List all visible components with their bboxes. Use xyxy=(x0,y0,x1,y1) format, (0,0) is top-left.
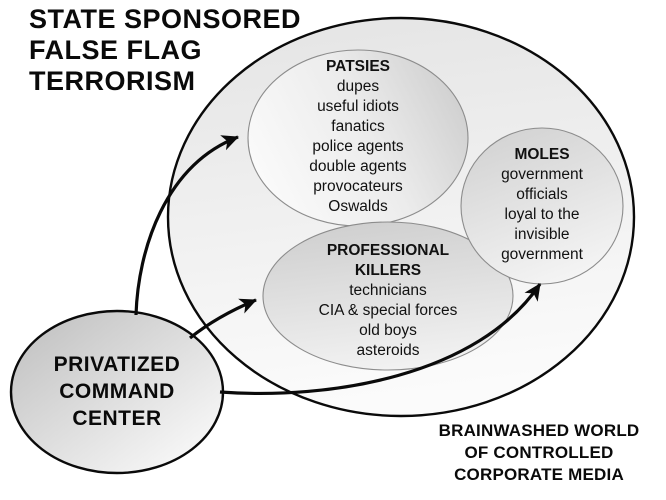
patsies-label: PATSIES dupes useful idiots fanatics pol… xyxy=(238,57,478,217)
killers-item: asteroids xyxy=(356,342,420,359)
moles-heading: MOLES xyxy=(514,146,570,163)
outer-world-line: BRAINWASHED WORLD xyxy=(438,421,640,440)
moles-ellipse xyxy=(460,127,624,285)
page-title: STATE SPONSORED FALSE FLAG TERRORISM xyxy=(29,4,329,97)
killers-item: technicians xyxy=(349,282,427,299)
command-center-line: PRIVATIZED xyxy=(53,353,181,376)
killers-item: old boys xyxy=(359,322,417,339)
killers-heading-line: PROFESSIONAL xyxy=(326,242,450,259)
killers-heading-line: KILLERS xyxy=(354,262,422,279)
page-title-line: FALSE FLAG xyxy=(29,35,202,65)
professional-killers-ellipse xyxy=(262,221,514,371)
moles-line: loyal to the xyxy=(504,206,580,223)
patsies-heading: PATSIES xyxy=(325,58,391,75)
arrow-command-to-moles xyxy=(219,283,542,396)
page-title-line: TERRORISM xyxy=(29,66,196,96)
professional-killers-label: PROFESSIONAL KILLERS technicians CIA & s… xyxy=(266,241,510,361)
command-center-line: CENTER xyxy=(72,407,162,430)
outer-world-label: BRAINWASHED WORLD OF CONTROLLED CORPORAT… xyxy=(414,420,664,486)
patsies-item: fanatics xyxy=(331,118,385,135)
moles-label: MOLES government officials loyal to the … xyxy=(452,145,632,265)
patsies-item: Oswalds xyxy=(328,198,388,215)
patsies-item: double agents xyxy=(309,158,407,175)
command-center-line: COMMAND xyxy=(59,380,175,403)
moles-line: government xyxy=(501,246,583,263)
killers-item: CIA & special forces xyxy=(318,302,458,319)
patsies-item: dupes xyxy=(336,78,380,95)
arrow-command-to-patsies xyxy=(134,135,239,316)
outer-world-line: CORPORATE MEDIA xyxy=(454,465,624,484)
moles-line: invisible xyxy=(514,226,570,243)
patsies-item: provocateurs xyxy=(313,178,403,195)
command-center-label: PRIVATIZED COMMAND CENTER xyxy=(12,351,222,432)
moles-line: officials xyxy=(516,186,568,203)
outer-world-line: OF CONTROLLED xyxy=(464,443,614,462)
patsies-item: useful idiots xyxy=(317,98,399,115)
moles-line: government xyxy=(501,166,583,183)
patsies-item: police agents xyxy=(312,138,404,155)
arrow-command-to-killers xyxy=(189,298,257,340)
page-title-line: STATE SPONSORED xyxy=(29,4,302,34)
